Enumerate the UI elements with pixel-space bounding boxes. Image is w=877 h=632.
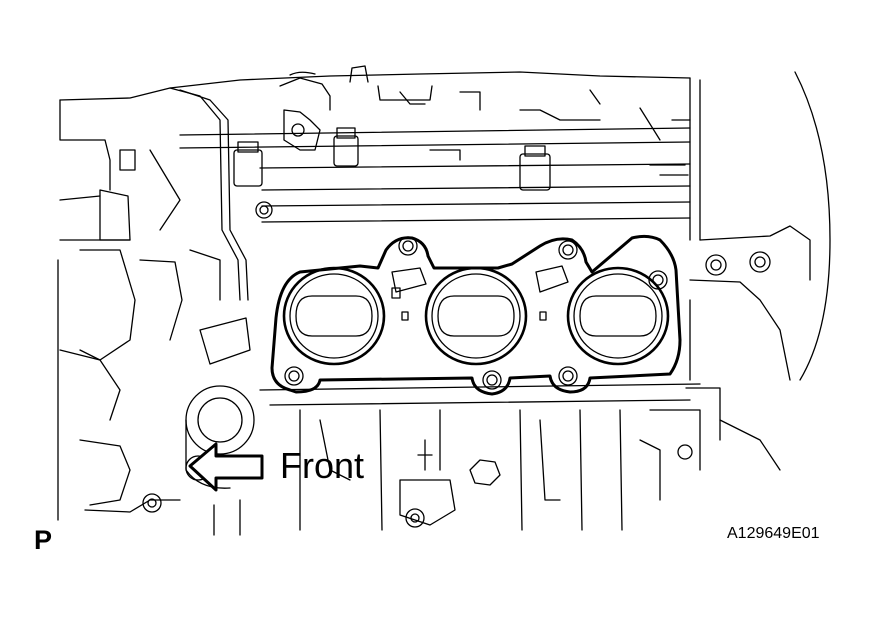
front-direction-label: Front (280, 445, 365, 486)
cylinder-head-top (59, 65, 701, 241)
cylinder-block (213, 383, 701, 536)
figure-code: A129649E01 (727, 525, 820, 542)
gasket-webs (391, 265, 569, 321)
coolant-port-boss (185, 385, 255, 489)
intake-manifold-gasket (270, 234, 682, 396)
view-letter: P (34, 525, 53, 555)
front-arrow-icon (188, 442, 264, 492)
left-bracket-and-pipe (57, 87, 251, 521)
right-side-structure (649, 71, 831, 471)
intake-port-2 (424, 266, 528, 366)
gasket-bolt-holes (284, 236, 668, 390)
head-bolt-bosses (233, 109, 551, 219)
intake-port-3 (566, 266, 670, 366)
intake-port-1 (282, 266, 386, 366)
